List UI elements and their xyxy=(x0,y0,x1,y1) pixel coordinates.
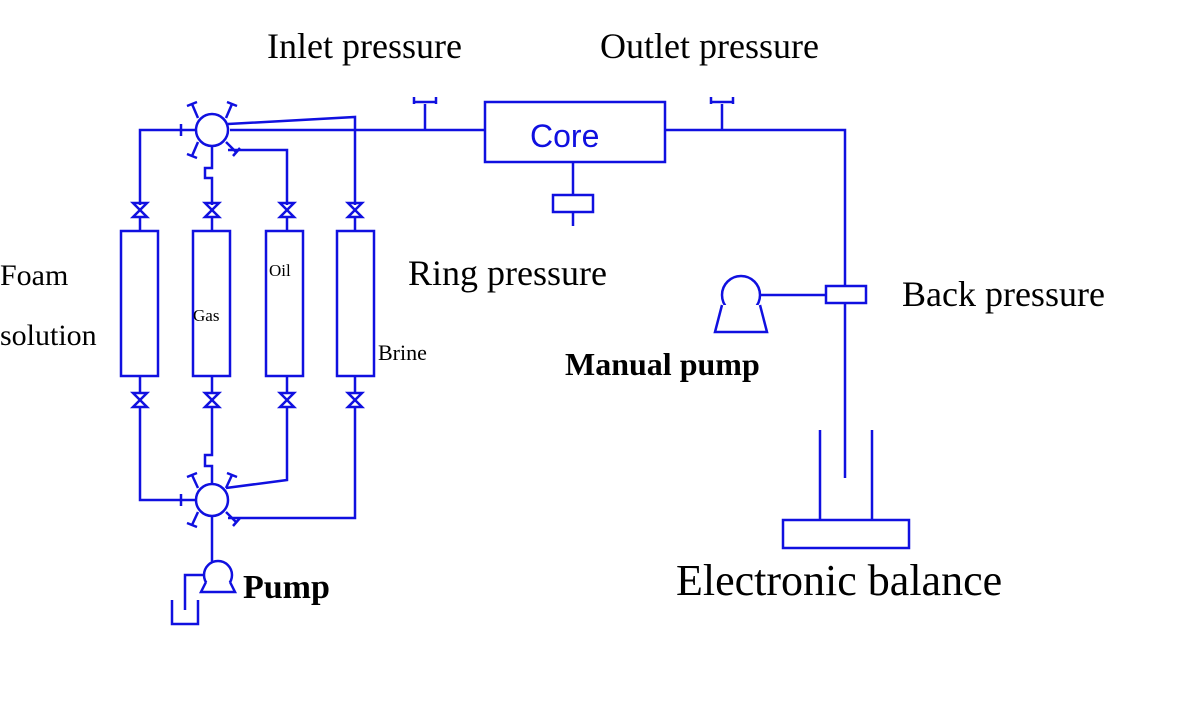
upper-valves xyxy=(129,201,366,231)
solution-label: solution xyxy=(0,319,97,352)
manual-pump xyxy=(713,274,826,334)
electronic-balance-label: Electronic balance xyxy=(676,556,1002,605)
outlet-pressure-label: Outlet pressure xyxy=(600,26,819,66)
gas-label: Gas xyxy=(193,306,219,325)
foam-label: Foam xyxy=(0,259,68,292)
electronic-balance xyxy=(781,430,911,550)
back-pressure-label: Back pressure xyxy=(902,274,1105,314)
ring-pressure-gauge xyxy=(551,162,595,226)
inlet-pressure-gauge xyxy=(412,97,438,130)
pump-label: Pump xyxy=(243,569,330,606)
lower-valves xyxy=(129,376,366,409)
pump xyxy=(170,559,238,626)
ring-pressure-label: Ring pressure xyxy=(408,253,607,293)
vessels xyxy=(119,229,376,378)
core-holder: Core xyxy=(483,100,667,164)
back-pressure-valve xyxy=(824,284,868,305)
core-label: Core xyxy=(530,118,599,154)
outlet-pressure-gauge xyxy=(709,97,735,130)
brine-label: Brine xyxy=(378,340,427,365)
oil-label: Oil xyxy=(269,261,291,280)
brine-vessel xyxy=(335,229,376,378)
bottom-multiway-valve xyxy=(138,407,357,562)
oil-vessel xyxy=(264,229,305,378)
foam-solution-vessel xyxy=(119,229,160,378)
inlet-pressure-label: Inlet pressure xyxy=(267,26,462,66)
top-multiway-valve xyxy=(138,100,357,205)
manual-pump-label: Manual pump xyxy=(565,346,760,382)
main-flow-line xyxy=(230,128,847,478)
gas-vessel xyxy=(191,229,232,378)
